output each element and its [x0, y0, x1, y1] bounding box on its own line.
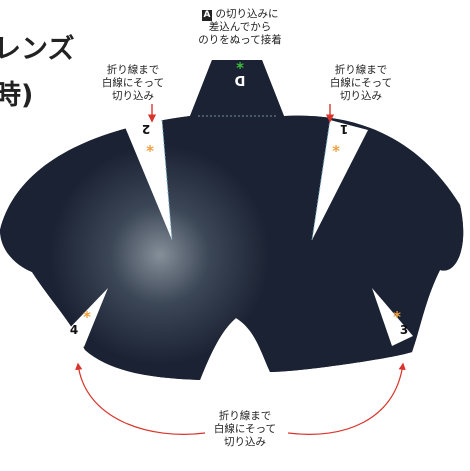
- cut-label-right-line-2: 白線にそって: [329, 77, 393, 89]
- arrow-bottom-left: [75, 362, 206, 435]
- cut-label-right: 折り線まで 白線にそって 切り込み: [314, 64, 408, 103]
- notch-number-2: 2: [142, 122, 150, 136]
- notch-number-3: 3: [400, 323, 408, 337]
- cut-label-bottom: 折り線まで 白線にそって 切り込み: [195, 410, 295, 449]
- notch-number-4: 4: [70, 323, 78, 337]
- badge-a: A: [201, 10, 213, 21]
- cut-label-left-line-1: 折り線まで: [106, 64, 160, 76]
- title-line-2: 時): [0, 80, 34, 111]
- notch-4: [62, 288, 108, 347]
- notch-1-dotted-edge: [311, 119, 331, 241]
- notch-3: [372, 288, 413, 346]
- notch-2: [125, 120, 172, 240]
- asterisk-notch-2: *: [146, 142, 154, 160]
- cut-label-bottom-line-1: 折り線まで: [218, 410, 272, 422]
- cut-label-right-line-1: 折り線まで: [334, 64, 388, 76]
- asterisk-notch-4: *: [83, 308, 91, 326]
- top-note-line-1-text: の切り込みに: [215, 8, 279, 20]
- cut-label-bottom-line-3: 切り込み: [224, 436, 266, 448]
- title-line-1: レンズ: [0, 34, 75, 65]
- asterisk-notch-1: *: [332, 142, 340, 160]
- cut-label-right-line-3: 切り込み: [340, 90, 382, 102]
- cut-label-left: 折り線まで 白線にそって 切り込み: [86, 64, 180, 103]
- notch-2-dotted-edge: [161, 119, 173, 241]
- cut-label-left-line-3: 切り込み: [112, 90, 154, 102]
- asterisk-notch-3: *: [393, 308, 401, 326]
- cut-label-left-line-2: 白線にそって: [101, 77, 165, 89]
- notch-number-1: 1: [340, 122, 348, 136]
- arrow-bottom-right: [287, 362, 406, 435]
- top-note-line-3: のりをぬって接着: [198, 34, 282, 46]
- tab-letter: D: [234, 72, 245, 87]
- asterisk-tab: *: [236, 59, 244, 77]
- top-note-line-2: 差込んでから: [208, 21, 272, 33]
- notch-1: [312, 120, 368, 240]
- cut-label-bottom-line-2: 白線にそって: [213, 423, 277, 435]
